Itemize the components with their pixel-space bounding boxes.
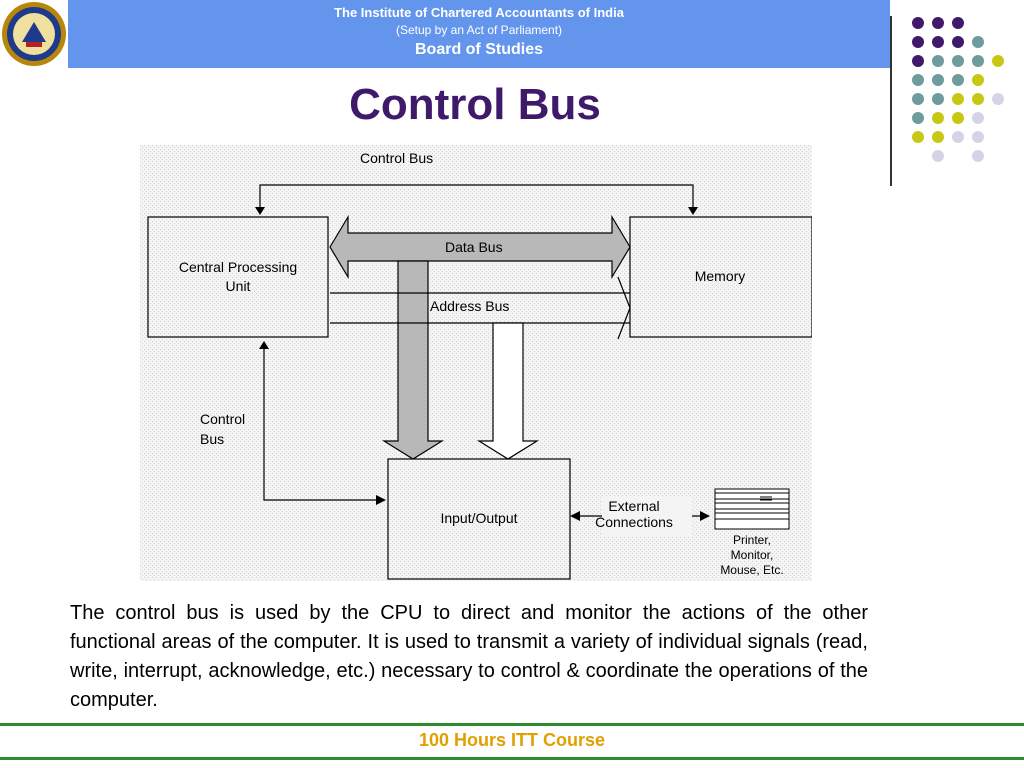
devices-line2: Monitor, bbox=[731, 548, 774, 562]
footer-course: 100 Hours ITT Course bbox=[418, 730, 606, 750]
arrow-head-right bbox=[376, 495, 386, 505]
memory-label: Memory bbox=[695, 268, 746, 284]
external-label-bg bbox=[602, 497, 692, 537]
arrow-head-left bbox=[570, 511, 580, 521]
header-bar bbox=[68, 0, 890, 68]
memory-box bbox=[629, 216, 812, 338]
arrow-head-device bbox=[700, 511, 710, 521]
footer-rule-top bbox=[0, 723, 1024, 726]
control-bus-top-line bbox=[259, 184, 694, 213]
address-bus-arrow bbox=[330, 276, 631, 340]
cpu-label-line2: Unit bbox=[226, 278, 251, 294]
icai-logo-icon bbox=[2, 2, 66, 66]
io-box bbox=[387, 458, 571, 580]
slide-title: Control Bus bbox=[349, 80, 601, 129]
arrow-head-up bbox=[259, 341, 269, 349]
cpu-label-line1: Central Processing bbox=[179, 259, 297, 275]
arrow-head-memory bbox=[688, 207, 698, 215]
address-bus-io-arrow bbox=[476, 322, 540, 460]
control-bus-top-label: Control Bus bbox=[360, 150, 433, 166]
decorative-dots bbox=[912, 17, 1004, 162]
dot-grid bbox=[912, 17, 1004, 162]
board-name: Board of Studies bbox=[414, 41, 543, 58]
data-bus-label: Data Bus bbox=[445, 239, 503, 255]
arrow-head-cpu bbox=[255, 207, 265, 215]
control-bus-left-line bbox=[263, 343, 380, 501]
control-bus-left-line2: Bus bbox=[200, 431, 224, 447]
institute-subtitle: (Setup by an Act of Parliament) bbox=[395, 23, 563, 37]
control-bus-diagram: Control Bus Central Processing Unit Memo… bbox=[140, 145, 812, 581]
printer-icon bbox=[714, 488, 790, 530]
header-divider bbox=[890, 16, 892, 186]
institute-name: The Institute of Chartered Accountants o… bbox=[334, 5, 624, 20]
address-bus-label: Address Bus bbox=[430, 298, 509, 314]
body-paragraph: The control bus is used by the CPU to di… bbox=[70, 602, 868, 711]
devices-line1: Printer, bbox=[733, 533, 771, 547]
footer-rule-bottom bbox=[0, 757, 1024, 760]
devices-line3: Mouse, Etc. bbox=[720, 563, 783, 577]
io-label: Input/Output bbox=[440, 510, 517, 526]
control-bus-left-line1: Control bbox=[200, 411, 245, 427]
external-label-line2: Connections bbox=[595, 514, 673, 530]
data-bus-arrow bbox=[329, 214, 631, 280]
external-label-line1: External bbox=[608, 498, 659, 514]
data-bus-io-arrow bbox=[381, 260, 445, 460]
cpu-box bbox=[147, 216, 329, 338]
